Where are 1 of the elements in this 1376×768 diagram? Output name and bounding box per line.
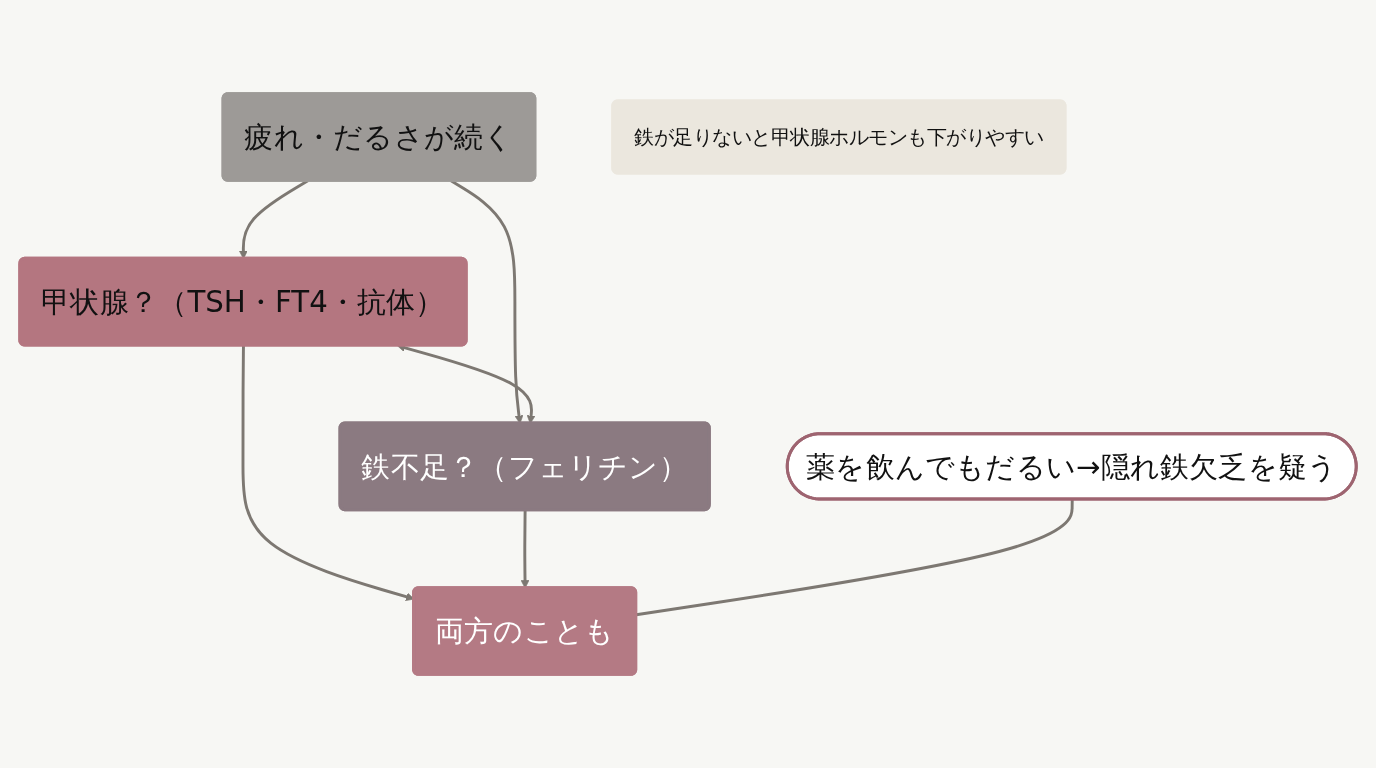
connector xyxy=(636,499,1074,617)
